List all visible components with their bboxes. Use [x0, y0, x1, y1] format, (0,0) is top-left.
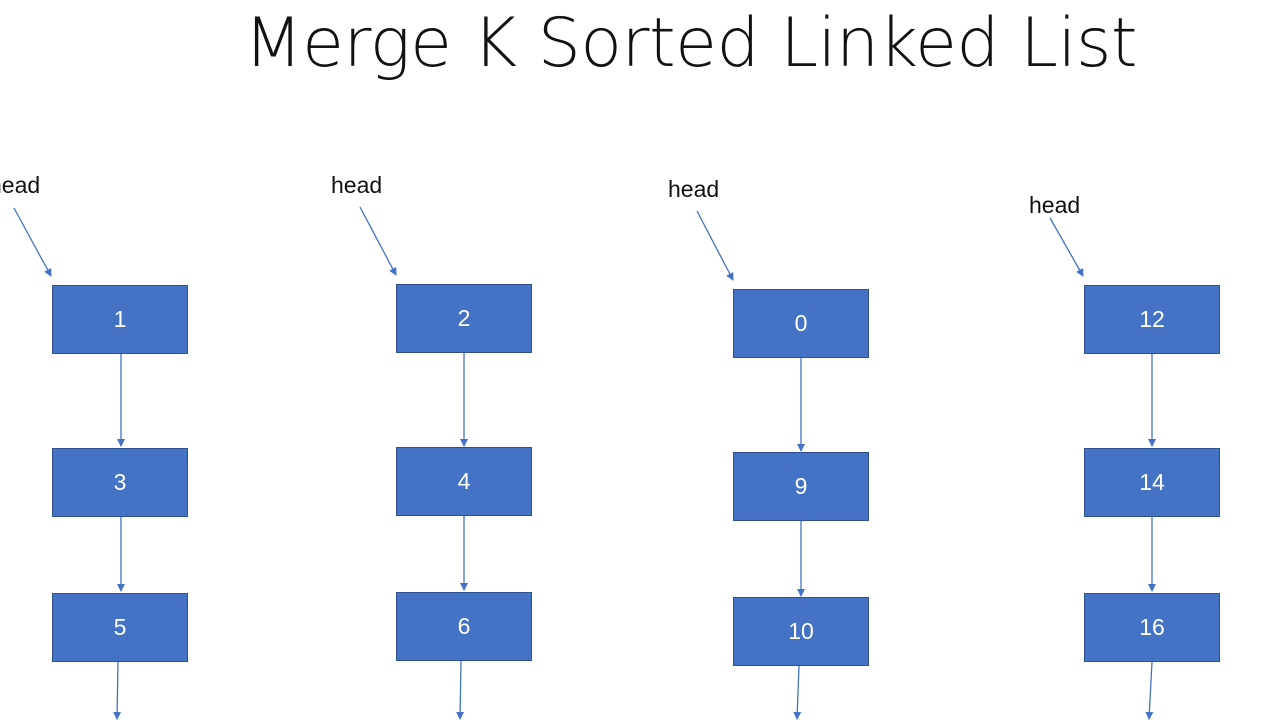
next-pointer-arrow	[113, 661, 122, 720]
list-node: 5	[52, 593, 188, 662]
list-node: 6	[396, 592, 532, 661]
head-pointer-arrow	[359, 206, 397, 276]
list-node: 9	[733, 452, 869, 521]
list-node: 1	[52, 285, 188, 354]
list-node: 2	[396, 284, 532, 353]
slide-title: Merge K Sorted Linked List	[244, 4, 1138, 83]
list-node: 4	[396, 447, 532, 516]
head-pointer-arrow	[696, 210, 734, 281]
list-node: 16	[1084, 593, 1220, 662]
head-label: head	[0, 172, 41, 198]
head-label: head	[1029, 192, 1081, 218]
head-label: head	[668, 176, 720, 202]
head-pointer-arrow	[13, 207, 52, 277]
head-pointer-arrow	[1049, 217, 1084, 277]
list-node: 14	[1084, 448, 1220, 517]
list-node: 0	[733, 289, 869, 358]
list-node: 3	[52, 448, 188, 517]
next-pointer-arrow	[793, 665, 802, 720]
next-pointer-arrow	[1145, 661, 1154, 720]
next-pointer-arrow	[456, 660, 465, 720]
head-label: head	[331, 172, 383, 198]
list-node: 12	[1084, 285, 1220, 354]
list-node: 10	[733, 597, 869, 666]
